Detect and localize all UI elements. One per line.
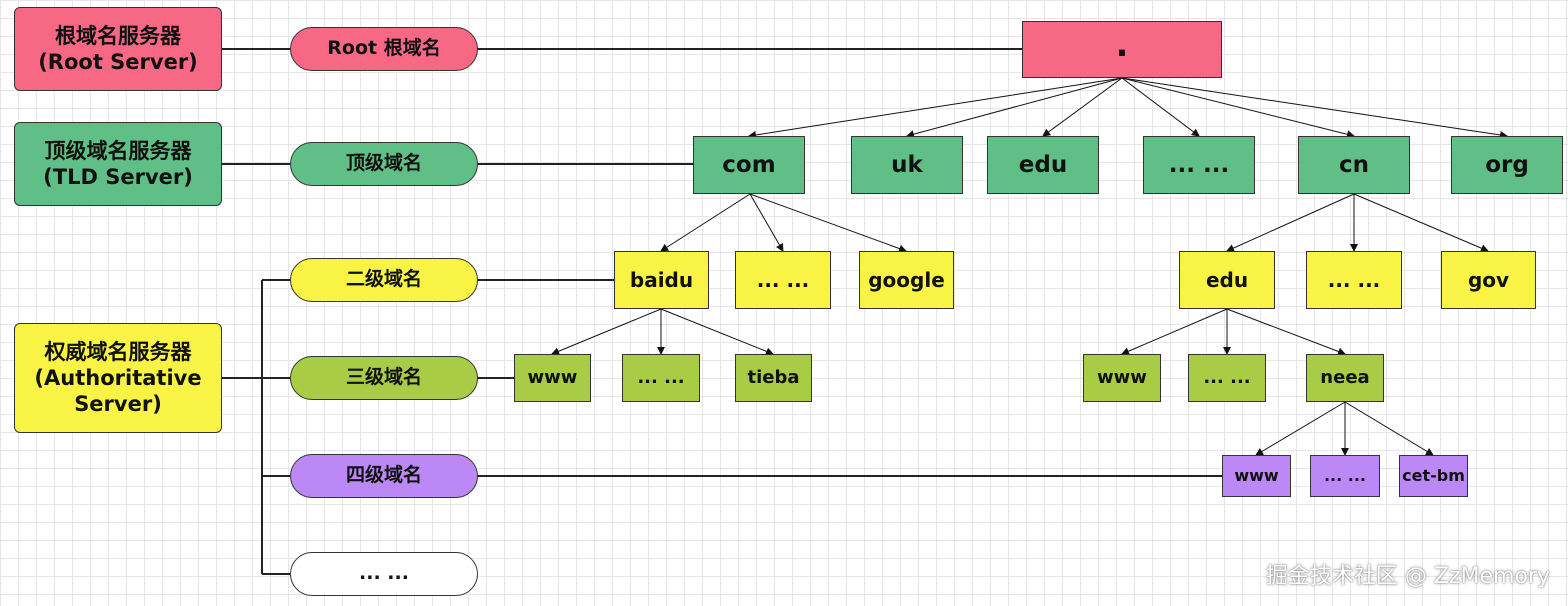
third-level-label: tieba [747,366,800,388]
root-server-subtitle: (Root Server) [38,50,198,74]
fourth-level-node: ... ... [1310,455,1380,497]
tld-server-subtitle: (TLD Server) [43,165,193,189]
fourth-level-label: www [1234,466,1279,485]
fourth-level-node: www [1222,455,1291,497]
fourth-level-label: ... ... [1323,466,1367,485]
third-level-node: www [1083,354,1161,402]
third-level-node: ... ... [622,354,700,402]
second-level-node: edu [1179,251,1275,309]
second-level-node: gov [1441,251,1536,309]
level-second-label: 二级域名 [345,268,422,291]
root-node: . [1022,21,1222,78]
auth-server-subtitle-1: (Authoritative [34,365,202,390]
second-level-label: baidu [629,267,694,292]
tld-node: ... ... [1143,136,1255,194]
third-level-node: tieba [735,354,812,402]
level-fourth-pill: 四级域名 [290,454,478,498]
tld-node: com [693,136,805,194]
tld-node-label: org [1485,151,1529,178]
root-server-title: 根域名服务器 [55,23,181,48]
tld-node: cn [1298,136,1410,194]
tld-node: org [1451,136,1563,194]
third-level-label: www [1097,366,1147,388]
fourth-level-node: cet-bm [1399,455,1468,497]
tld-node: uk [851,136,963,194]
second-level-node: ... ... [735,251,831,309]
level-third-label: 三级域名 [345,366,422,389]
tld-node: edu [987,136,1099,194]
level-third-pill: 三级域名 [290,356,478,400]
root-server-box: 根域名服务器 (Root Server) [14,7,222,91]
second-level-node: ... ... [1306,251,1402,309]
root-node-label: . [1115,24,1129,65]
second-level-node: google [859,251,954,309]
tld-node-label: edu [1018,151,1068,178]
tld-node-label: com [722,151,776,178]
tld-node-label: uk [891,151,923,178]
third-level-node: www [514,354,591,402]
auth-server-title: 权威域名服务器 [44,339,192,364]
third-level-label: www [527,366,578,388]
tld-node-label: ... ... [1168,151,1230,178]
auth-server-subtitle-2: Server) [74,392,162,417]
level-tld-pill: 顶级域名 [290,142,478,186]
tld-server-box: 顶级域名服务器 (TLD Server) [14,122,222,206]
level-root-label: Root 根域名 [327,37,441,60]
second-level-node: baidu [614,251,709,309]
second-level-label: ... ... [1327,267,1381,292]
level-more-pill: ... ... [290,552,478,596]
level-fourth-label: 四级域名 [345,464,422,487]
second-level-label: ... ... [756,267,810,292]
second-level-label: google [868,267,945,292]
second-level-label: gov [1467,267,1510,292]
level-root-pill: Root 根域名 [290,27,478,71]
watermark: 掘金技术社区 @ ZzMemory [1265,564,1550,589]
authoritative-server-box: 权威域名服务器 (Authoritative Server) [14,323,222,433]
fourth-level-label: cet-bm [1402,466,1465,485]
tld-server-title: 顶级域名服务器 [44,138,192,163]
level-second-pill: 二级域名 [290,258,478,302]
level-more-label: ... ... [359,562,409,585]
third-level-label: neea [1320,366,1370,388]
tld-node-label: cn [1338,151,1369,178]
third-level-label: ... ... [1203,366,1251,388]
second-level-label: edu [1205,267,1249,292]
third-level-label: ... ... [637,366,685,388]
level-tld-label: 顶级域名 [345,152,422,175]
third-level-node: ... ... [1188,354,1266,402]
third-level-node: neea [1306,354,1384,402]
